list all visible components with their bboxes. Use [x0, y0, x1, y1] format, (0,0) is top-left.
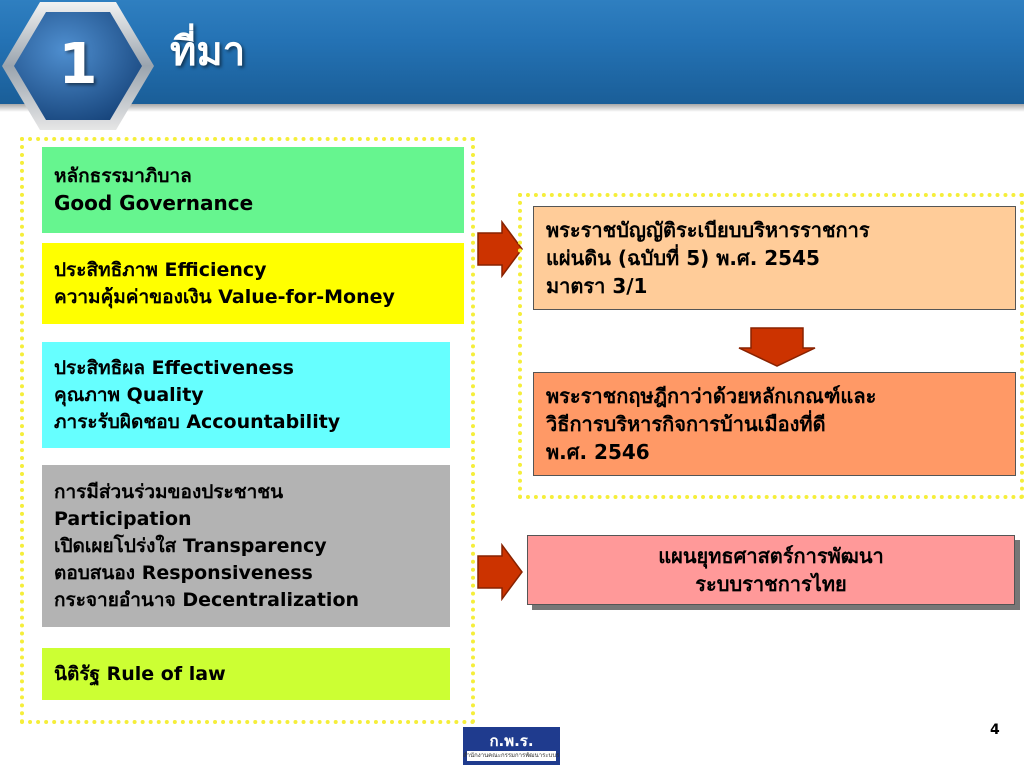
principle-box-effectiveness: ประสิทธิผล Effectiveness คุณภาพ Quality …: [42, 342, 450, 448]
principle-box-efficiency: ประสิทธิภาพ Efficiency ความคุ้มค่าของเงิ…: [42, 243, 464, 324]
page-title: ที่มา: [170, 29, 246, 75]
principle-box-good-governance: หลักธรรมาภิบาล Good Governance: [42, 147, 464, 233]
law-frame: [518, 193, 1024, 499]
law-line: วิธีการบริหารกิจการบ้านเมืองที่ดี: [546, 412, 826, 436]
header-shadow: [0, 104, 1024, 112]
plan-line: ระบบราชการไทย: [695, 572, 847, 596]
header-bar: [0, 0, 1024, 104]
principle-line: ประสิทธิผล Effectiveness: [54, 356, 294, 379]
strategic-plan-box: แผนยุทธศาสตร์การพัฒนา ระบบราชการไทย: [527, 535, 1015, 605]
principles-frame: [20, 137, 475, 724]
principle-box-rule-of-law: นิติรัฐ Rule of law: [42, 648, 450, 700]
principle-line: ภาระรับผิดชอบ Accountability: [54, 410, 341, 433]
principle-line: ประสิทธิภาพ Efficiency: [54, 258, 267, 281]
principle-line: ความคุ้มค่าของเงิน Value-for-Money: [54, 285, 395, 308]
principle-line: เปิดเผยโปร่งใส Transparency: [54, 534, 327, 557]
logo-strip: [467, 751, 556, 761]
right-arrow-icon: [477, 220, 523, 278]
section-number: 1: [58, 32, 98, 97]
law-line: พ.ศ. 2546: [546, 440, 650, 464]
down-arrow-icon: [738, 327, 816, 367]
law-line: พระราชกฤษฎีกาว่าด้วยหลักเกณฑ์และ: [546, 384, 877, 408]
plan-line: แผนยุทธศาสตร์การพัฒนา: [658, 544, 884, 568]
right-arrow-icon: [477, 543, 523, 601]
law-line: แผ่นดิน (ฉบับที่ 5) พ.ศ. 2545: [546, 246, 820, 270]
principle-line: หลักธรรมาภิบาล: [54, 165, 192, 187]
page-number: 4: [990, 722, 1000, 738]
section-hexagon-badge: [2, 2, 154, 130]
law-line: มาตรา 3/1: [546, 274, 648, 298]
principle-line: การมีส่วนร่วมของประชาชน: [54, 480, 284, 503]
law-line: พระราชบัญญัติระเบียบบริหารราชการ: [546, 218, 870, 242]
principle-line: กระจายอำนาจ Decentralization: [54, 588, 360, 611]
principle-line: ตอบสนอง Responsiveness: [54, 561, 313, 584]
principle-line: นิติรัฐ Rule of law: [54, 662, 226, 685]
principle-line: Participation: [54, 507, 192, 530]
principle-box-participation: การมีส่วนร่วมของประชาชน Participation เป…: [42, 465, 450, 627]
law-box-public-admin-act: พระราชบัญญัติระเบียบบริหารราชการ แผ่นดิน…: [533, 206, 1016, 310]
logo-text: ก.พ.ร.: [489, 732, 534, 750]
principle-line: คุณภาพ Quality: [54, 383, 204, 406]
principle-line: Good Governance: [54, 191, 254, 215]
law-box-good-governance-decree: พระราชกฤษฎีกาว่าด้วยหลักเกณฑ์และ วิธีการ…: [533, 372, 1016, 476]
